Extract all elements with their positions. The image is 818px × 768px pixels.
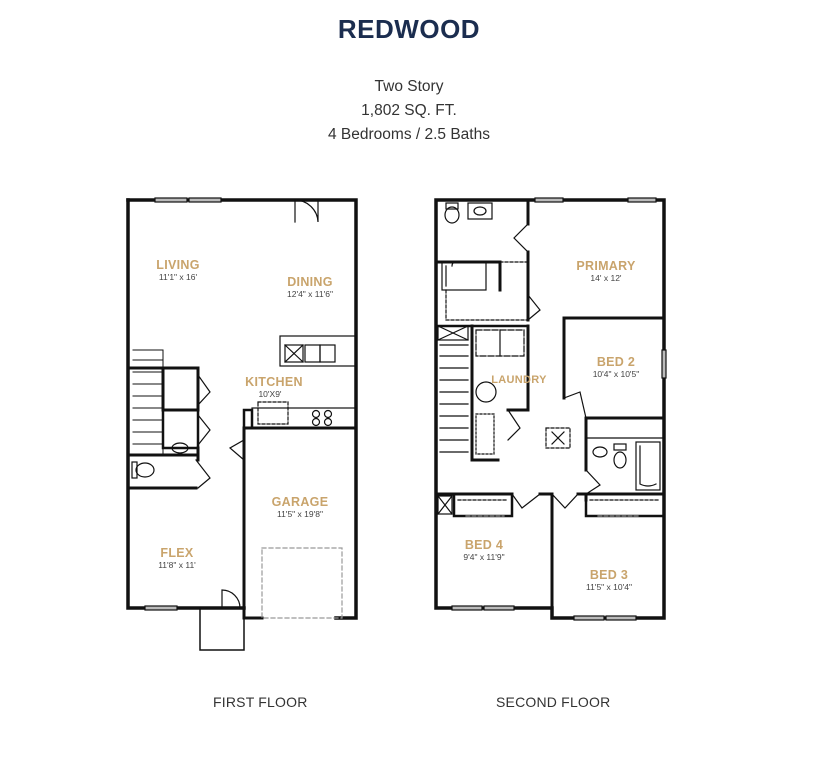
plan-sqft: 1,802 SQ. FT.	[361, 102, 457, 119]
plan-style: Two Story	[374, 78, 444, 95]
plan-title: REDWOOD	[337, 14, 481, 44]
room-bed3-dims: 11'5" x 10'4"	[586, 582, 632, 592]
room-living-dims: 11'1" x 16'	[158, 272, 198, 282]
room-dining-label: DINING	[287, 275, 333, 289]
room-bed4-label: BED 4	[464, 538, 504, 552]
room-bed2-dims: 10'4" x 10'5"	[592, 369, 640, 379]
room-primary-label: PRIMARY	[576, 259, 636, 273]
room-bed3-label: BED 3	[589, 568, 629, 582]
room-kitchen-dims: 10'X9'	[258, 389, 282, 399]
room-laundry-label: LAUNDRY	[491, 374, 547, 386]
room-flex-dims: 11'8" x 11'	[158, 560, 196, 570]
second-floor-fixtures	[437, 197, 667, 621]
second-floor-label: SECOND FLOOR	[496, 694, 611, 710]
room-dining-dims: 12'4" x 11'6"	[287, 289, 333, 299]
first-floor-fixtures	[131, 197, 357, 619]
room-flex-label: FLEX	[160, 546, 194, 560]
room-bed2-label: BED 2	[596, 355, 636, 369]
room-kitchen-label: KITCHEN	[245, 375, 303, 389]
room-living-label: LIVING	[156, 258, 200, 272]
room-bed4-dims: 9'4" x 11'9"	[463, 552, 505, 562]
room-garage-dims: 11'5" x 19'8"	[277, 509, 323, 519]
room-garage-label: GARAGE	[271, 495, 329, 509]
room-primary-dims: 14' x 12'	[590, 273, 622, 283]
plan-beds-baths: 4 Bedrooms / 2.5 Baths	[328, 126, 490, 143]
first-floor-label: FIRST FLOOR	[213, 694, 308, 710]
